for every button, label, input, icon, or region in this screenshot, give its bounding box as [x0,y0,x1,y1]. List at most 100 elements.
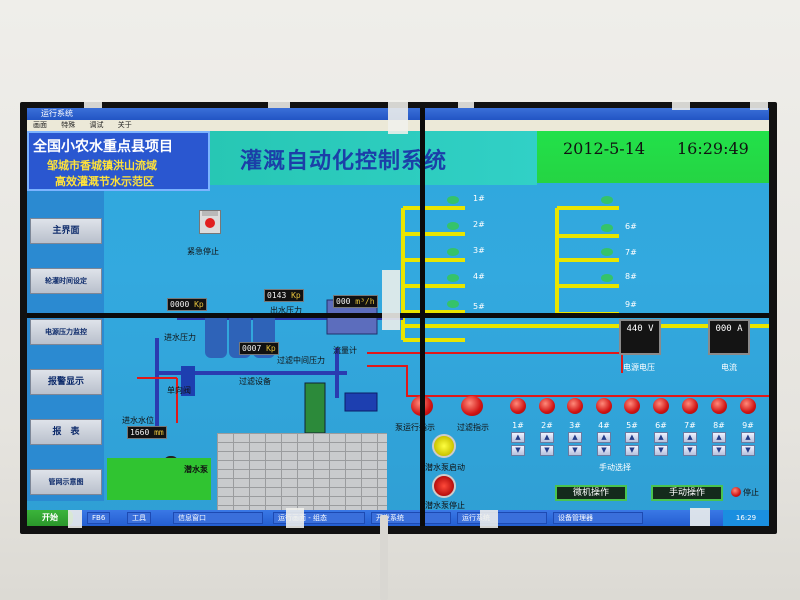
zone-down-arrow-icon[interactable]: ▼ [625,445,639,456]
manual-zone-label-8: 8# [713,421,725,430]
nav-report[interactable]: 报 表 [30,419,102,445]
voltage-meter: 440 V [619,319,661,355]
nav-alarm-display[interactable]: 报警显示 [30,369,102,395]
taskbar-item-1[interactable]: FB6 [87,512,111,524]
voltage-value: 440 [626,324,643,334]
taskbar: 开始 FB6 工具 信息窗口 运行画面 - 组态 开发系统 运行系统 设备管理器… [27,510,769,526]
power-cable [380,515,388,600]
filter-indicator-label: 过滤指示 [457,423,489,432]
zone-up-arrow-icon[interactable]: ▲ [712,432,726,443]
manual-zone-label-1: 1# [512,421,524,430]
manual-zone-column-8: 8# ▲ ▼ [710,421,728,458]
zone-down-arrow-icon[interactable]: ▼ [597,445,611,456]
inlet-pressure-meter: 0000 Kp [167,298,207,311]
zone-up-arrow-icon[interactable]: ▲ [654,432,668,443]
tape-strip [750,100,768,110]
taskbar-item-5[interactable]: 开发系统 [371,512,451,524]
manual-zone-column-7: 7#▲▼ [681,421,699,458]
clock-panel: 2012-5-14 16:29:49 [537,131,769,183]
manual-operation-button[interactable]: 手动操作 [651,485,723,501]
zone-label-8: 8# [625,272,637,281]
nav-rotation-time[interactable]: 轮灌时间设定 [30,268,102,294]
brick-well-wall [217,433,387,511]
zone-up-arrow-icon[interactable]: ▲ [511,432,525,443]
taskbar-item-6[interactable]: 运行系统 [457,512,547,524]
date-display: 2012-5-14 [563,139,646,158]
water-level-label: 进水水位 [122,416,154,425]
project-line-2: 邹城市香城镇洪山流域 [47,159,157,172]
manual-zone-column-4: 4# ▲ ▼ [595,421,613,458]
outlet-pressure-meter: 0143 Kp [264,289,304,302]
system-title-banner: 灌溉自动化控制系统 [210,131,537,185]
zone-label-2: 2# [473,220,485,229]
taskbar-item-2[interactable]: 工具 [127,512,151,524]
manual-zone-column-2: 2#▲▼ [538,421,556,458]
project-line-3: 高效灌溉节水示范区 [55,175,154,188]
zone-down-arrow-icon[interactable]: ▼ [654,445,668,456]
manual-zone-label-4: 4# [598,421,610,430]
nav-power-pressure[interactable]: 电源压力监控 [30,319,102,345]
stop-label: 停止 [743,488,759,497]
red-level-line [137,377,178,423]
tape-strip [268,100,290,108]
zone-label-3: 3# [473,246,485,255]
zone-label-5: 5# [473,302,485,311]
manual-zone-label-9: 9# [742,421,754,430]
nav-main-screen[interactable]: 主界面 [30,218,102,244]
tape-strip [672,100,690,110]
zone-up-arrow-icon[interactable]: ▲ [597,432,611,443]
tape-strip [68,510,82,528]
zone-up-arrow-icon[interactable]: ▲ [683,432,697,443]
stop-lamp [731,487,741,497]
navigation-sidebar: 主界面 轮灌时间设定 电源压力监控 报警显示 报 表 管网示意图 [27,191,104,501]
window-title: 运行系统 [41,109,73,118]
zone-up-arrow-icon[interactable]: ▲ [540,432,554,443]
zone-down-arrow-icon[interactable]: ▼ [741,445,755,456]
emergency-stop-button[interactable] [199,210,221,234]
menu-item-about[interactable]: 关于 [117,121,132,129]
tape-strip [286,508,304,528]
filter-equipment-label: 过滤设备 [239,377,271,386]
filter-tank-1 [205,313,227,358]
current-label: 电流 [721,363,737,372]
taskbar-item-7[interactable]: 设备管理器 [553,512,643,524]
taskbar-item-3[interactable]: 信息窗口 [173,512,263,524]
manual-zone-lamp-7 [682,398,698,414]
valve-6-indicator [601,196,613,204]
current-value: 000 [715,324,732,334]
current-meter: 000 A [708,319,750,355]
menu-item-screen[interactable]: 画面 [33,121,47,129]
pc-operation-button[interactable]: 微机操作 [555,485,627,501]
menu-item-special[interactable]: 特殊 [61,121,76,129]
manual-zone-lamp-5 [624,398,640,414]
left-zone-yellow-pipes [401,206,465,342]
zone-up-arrow-icon[interactable]: ▲ [568,432,582,443]
zone-down-arrow-icon[interactable]: ▼ [540,445,554,456]
pump-stop-button[interactable] [432,474,456,498]
zone-down-arrow-icon[interactable]: ▼ [683,445,697,456]
zone-down-arrow-icon[interactable]: ▼ [712,445,726,456]
manual-select-label: 手动选择 [599,463,631,472]
zone-down-arrow-icon[interactable]: ▼ [568,445,582,456]
current-unit: A [737,324,743,334]
mid-pressure-label: 过滤中间压力 [277,356,325,365]
voltage-unit: V [648,324,654,334]
valve-9-indicator [601,274,613,282]
check-valve [181,366,195,396]
zone-down-arrow-icon[interactable]: ▼ [511,445,525,456]
manual-zone-column-9: 9# ▲ ▼ [739,421,757,458]
check-valve-label: 单向阀 [167,386,191,395]
zone-up-arrow-icon[interactable]: ▲ [625,432,639,443]
filter-lamp [461,396,483,416]
zone-label-7: 7# [625,248,637,257]
flow-meter-label: 流量计 [333,346,357,355]
inlet-pressure-label: 进水压力 [164,333,196,342]
nav-network-diagram[interactable]: 管网示意图 [30,469,102,495]
pump-start-button[interactable] [432,434,456,458]
start-button[interactable]: 开始 [27,510,73,526]
menu-item-debug[interactable]: 调试 [89,121,104,129]
zone-up-arrow-icon[interactable]: ▲ [741,432,755,443]
valve-4-indicator [447,274,459,282]
pump-stop-label: 潜水泵停止 [425,501,465,510]
flow-meter-body [344,392,378,412]
